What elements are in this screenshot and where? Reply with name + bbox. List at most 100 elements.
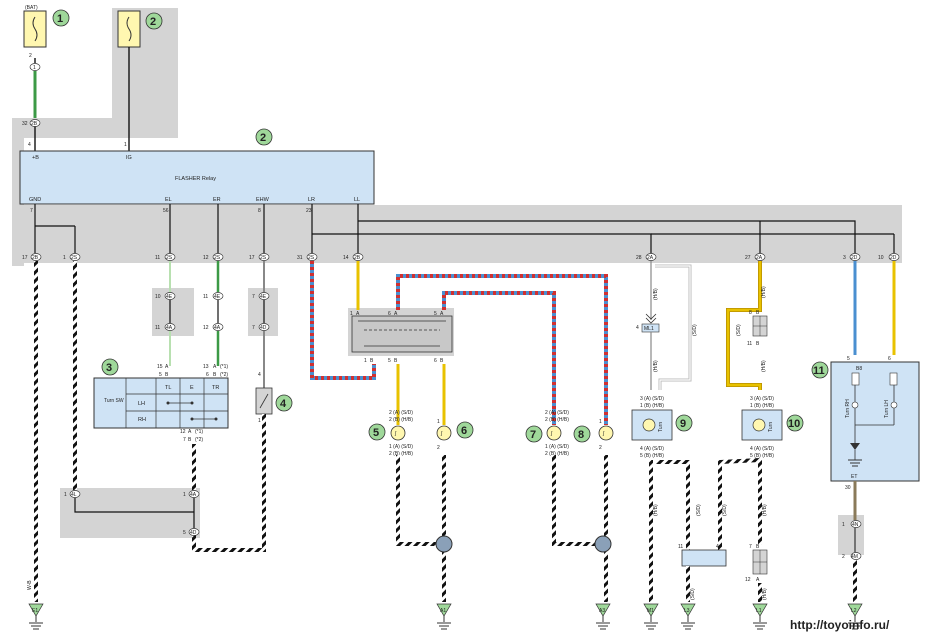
conn-2s-id: 2S (71, 255, 78, 261)
combination-meter: 11 5 6 B8 Turn RH Turn LH ET 30 (811, 356, 920, 491)
c4d-id: 4D (190, 530, 197, 536)
relay-pin-el: EL (165, 197, 172, 203)
sw-p13: 13 (203, 364, 209, 370)
callout-3-label: 3 (106, 362, 112, 374)
l5-glyph: ʃ (394, 431, 397, 437)
ground-label-a1: A1 (440, 608, 446, 614)
sw-col-e: E (190, 385, 194, 391)
c4a12-pin: 12 (203, 325, 209, 331)
c4d7-pin: 7 (252, 325, 255, 331)
jb-b2: 5 (388, 358, 391, 364)
sw-p5: 5 (159, 372, 162, 378)
callout-7-label: 7 (530, 429, 536, 441)
callout-2b-label: 2 (260, 132, 266, 144)
conn-gnd-id: 2B (32, 255, 39, 261)
sw-row-rh: RH (138, 417, 146, 423)
jb-b1-id: B (370, 358, 374, 364)
ground-label-a3: A3 (599, 608, 605, 614)
callout-4-label: 4 (280, 398, 287, 410)
sw-p13-id: A (213, 364, 217, 370)
rear-lamp-9: 3 (A) (S/D) 1 (B) (H/B) Turn 9 4 (A) (S/… (631, 396, 693, 459)
l5-p2: 2 (B) (H/B) (389, 417, 413, 423)
conn-rr2-pin: 27 (745, 255, 751, 261)
l5-p1: 2 (A) (S/D) (389, 410, 413, 416)
c4m-id: 4M (851, 554, 858, 560)
c11b-id: B (756, 341, 760, 347)
ground-a3: A3 (595, 603, 611, 630)
wn-hb2: (H/B) (653, 360, 659, 372)
wire-wb: W-B (27, 580, 33, 590)
jb-b1: 1 (364, 358, 367, 364)
l8-p1: 1 (599, 419, 602, 425)
callout-8-label: 8 (578, 429, 584, 441)
ground-label-e1: E1 (32, 608, 38, 614)
wn-hb7: (H/B) (762, 588, 768, 600)
rl10-pb2: 5 (B) (H/B) (750, 453, 774, 459)
wn-hb6: (H/B) (762, 504, 768, 516)
callout-8 (573, 425, 591, 443)
l7-p2: 2 (B) (H/B) (545, 417, 569, 423)
jb-t1-id: A (356, 311, 360, 317)
splice-a3 (594, 535, 612, 553)
hz-pin-bot: 1 (258, 418, 261, 424)
conn-ll-id: 2B (354, 255, 361, 261)
c4e7-pin: 7 (252, 294, 255, 300)
callout-10 (786, 414, 804, 432)
lamp-8: 1 ʃ 2 8 (573, 419, 614, 451)
ground-label-l1: L1 (756, 608, 762, 614)
callout-5-label: 5 (373, 427, 379, 439)
flasher-relay: +B IG FLASHER Relay GND EL ER EHW LR LL … (19, 128, 375, 205)
callout-6 (456, 421, 474, 439)
c4e11-pin: 11 (203, 294, 208, 300)
splice-a1 (435, 535, 453, 553)
relay-pin-ll: LL (354, 197, 360, 203)
fuse-bat-label: (BAT) (25, 5, 38, 11)
rear-lamp-10: 3 (A) (S/D) 1 (B) (H/B) Turn 10 4 (A) (S… (741, 396, 804, 459)
junction-block: 1 A 6 A 5 A 1 B 5 B 6 B (350, 311, 453, 364)
relay-gnd-num: 7 (30, 208, 33, 214)
conn-rr2-id: 2A (756, 255, 763, 261)
jb-t3: 5 (434, 311, 437, 317)
sw-row-lh: LH (138, 401, 145, 407)
l7-p4: 2 (B) (H/B) (545, 451, 569, 457)
l7-glyph: ʃ (550, 431, 553, 437)
callout-2b (255, 128, 273, 146)
relay-b-conn-pin: 32 (22, 121, 28, 127)
conn-ll-pin: 14 (343, 255, 349, 261)
jb-t2-id: A (394, 311, 398, 317)
c4l-id: 4L (71, 492, 77, 498)
conn-el-id: 2S (166, 255, 173, 261)
rl10-pt1: 3 (A) (S/D) (750, 396, 774, 402)
l5-p3: 1 (A) (S/D) (389, 444, 413, 450)
c4a-id: 4A (190, 492, 197, 498)
c4e11-id: 4E (214, 294, 221, 300)
wn-hb5: (H/B) (653, 504, 659, 516)
callout-7 (525, 425, 543, 443)
l7-p1: 2 (A) (S/D) (545, 410, 569, 416)
l6-p2: 2 (437, 445, 440, 451)
callout-9 (675, 414, 693, 432)
joint-connector (681, 549, 727, 567)
ml1: ML1 (644, 326, 654, 332)
rl10-pb1: 4 (A) (S/D) (750, 446, 774, 452)
sw-p6: 6 (206, 372, 209, 378)
sw-col-tl: TL (165, 385, 171, 391)
conn-lr-pin: 31 (297, 255, 303, 261)
wn-sd1: (S/D) (692, 324, 698, 336)
lamp-7: 2 (A) (S/D) 2 (B) (H/B) ʃ 1 (A) (S/D) 2 … (525, 410, 569, 457)
sw-p13-note: (*1) (220, 364, 228, 370)
fuse-bat-pin: 2 (29, 53, 32, 59)
l8-glyph: ʃ (602, 431, 605, 437)
switch-name: Turn SW (104, 398, 124, 404)
relay-b-conn-id: 2B (31, 121, 38, 127)
conn-rr1-id: 2A (647, 255, 654, 261)
rl10-label: Turn (768, 422, 774, 432)
relay-title: FLASHER Relay (175, 176, 216, 182)
c4n-id: 4N (852, 522, 859, 528)
shaded-areas (12, 8, 902, 555)
rl9-pt2: 1 (B) (H/B) (640, 403, 664, 409)
c4n-pin: 1 (842, 522, 845, 528)
jb-b3-id: B (440, 358, 444, 364)
relay-lr-num: 23 (306, 208, 312, 214)
wn-sd5: (S/D) (690, 588, 696, 600)
